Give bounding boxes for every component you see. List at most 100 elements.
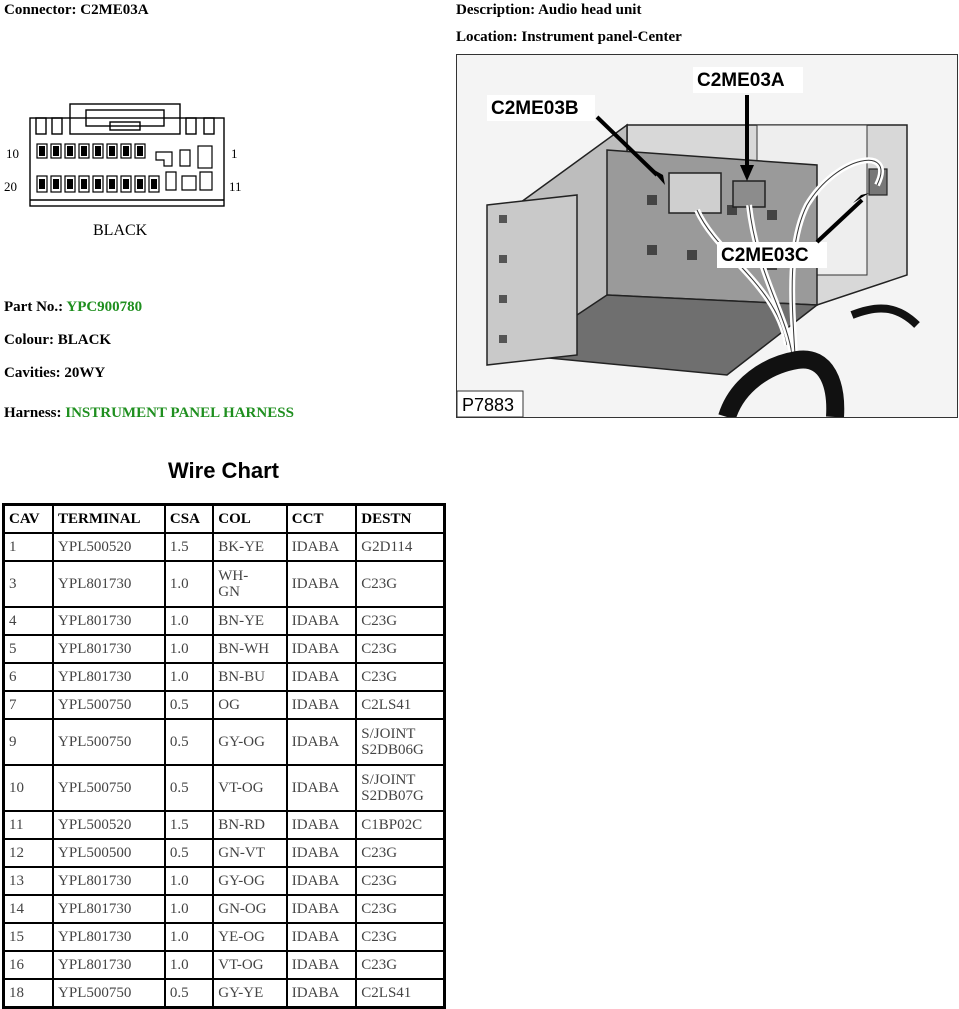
description-line: Description: Audio head unit xyxy=(456,2,641,19)
cell-col: GY-OG xyxy=(213,867,287,895)
cell-col: GN-OG xyxy=(213,895,287,923)
cell-cav: 1 xyxy=(4,533,54,561)
cell-cav: 16 xyxy=(4,951,54,979)
cell-destn: C23G xyxy=(356,867,444,895)
cell-col: YE-OG xyxy=(213,923,287,951)
cell-destn: C23G xyxy=(356,635,444,663)
cell-cav: 12 xyxy=(4,839,54,867)
connector-value: C2ME03A xyxy=(80,2,149,18)
cell-cav: 4 xyxy=(4,607,54,635)
cell-cav: 14 xyxy=(4,895,54,923)
cell-cav: 7 xyxy=(4,691,54,719)
cell-cav: 9 xyxy=(4,719,54,765)
cell-csa: 0.5 xyxy=(164,839,214,867)
cell-destn: C1BP02C xyxy=(356,811,444,839)
cell-terminal: YPL801730 xyxy=(53,607,165,635)
header-destn: DESTN xyxy=(356,505,444,533)
cell-cav: 6 xyxy=(4,663,54,691)
cell-cct: IDABA xyxy=(286,765,357,811)
cell-terminal: YPL801730 xyxy=(53,923,165,951)
cell-col: VT-OG xyxy=(213,951,287,979)
cell-cct: IDABA xyxy=(286,635,357,663)
cell-destn: C23G xyxy=(356,663,444,691)
cell-terminal: YPL500520 xyxy=(53,533,165,561)
pin-label-1: 1 xyxy=(231,146,238,161)
cell-col: GY-OG xyxy=(213,719,287,765)
cell-col: BN-BU xyxy=(213,663,287,691)
cell-cct: IDABA xyxy=(286,839,357,867)
cell-col: WH-GN xyxy=(213,561,287,607)
harness-label: Harness: xyxy=(4,405,62,421)
cell-col: OG xyxy=(213,691,287,719)
cell-col: BN-RD xyxy=(213,811,287,839)
part-no-link[interactable]: YPC900780 xyxy=(66,299,143,315)
wire-chart-title: Wire Chart xyxy=(167,458,280,483)
cell-cav: 13 xyxy=(4,867,54,895)
cell-csa: 1.0 xyxy=(164,635,214,663)
cell-cct: IDABA xyxy=(286,533,357,561)
cell-col: GY-YE xyxy=(213,979,287,1007)
cell-cct: IDABA xyxy=(286,811,357,839)
cell-cct: IDABA xyxy=(286,951,357,979)
callout-c2me03b: C2ME03B xyxy=(491,98,579,119)
cell-csa: 0.5 xyxy=(164,691,214,719)
cell-cct: IDABA xyxy=(286,607,357,635)
colour-value: BLACK xyxy=(57,332,112,348)
cavities-line: Cavities: 20WY xyxy=(4,365,105,382)
callout-c2me03c: C2ME03C xyxy=(721,245,809,266)
location-value: Instrument panel-Center xyxy=(521,29,682,45)
header-csa: CSA xyxy=(164,505,214,533)
cell-destn: C23G xyxy=(356,839,444,867)
cell-csa: 1.0 xyxy=(164,663,214,691)
cell-cav: 18 xyxy=(4,979,54,1007)
cell-terminal: YPL500750 xyxy=(53,719,165,765)
cell-terminal: YPL801730 xyxy=(53,895,165,923)
cell-terminal: YPL801730 xyxy=(53,867,165,895)
cell-destn: C23G xyxy=(356,561,444,607)
location-line: Location: Instrument panel-Center xyxy=(456,29,682,46)
pin-label-20: 20 xyxy=(4,179,17,194)
cell-csa: 1.0 xyxy=(164,607,214,635)
cell-terminal: YPL801730 xyxy=(53,663,165,691)
harness-link[interactable]: INSTRUMENT PANEL HARNESS xyxy=(65,405,294,421)
header-cct: CCT xyxy=(286,505,357,533)
cell-destn: C2LS41 xyxy=(356,979,444,1007)
colour-line: Colour: BLACK xyxy=(4,332,111,349)
cell-csa: 1.0 xyxy=(164,895,214,923)
cell-cct: IDABA xyxy=(286,895,357,923)
cell-cav: 15 xyxy=(4,923,54,951)
cell-terminal: YPL500520 xyxy=(53,811,165,839)
cavities-value: 20WY xyxy=(64,365,106,381)
connector-line: Connector: C2ME03A xyxy=(4,2,149,19)
connector-face-diagram: 10 1 20 11 BLACK xyxy=(0,96,260,246)
part-no-line: Part No.: YPC900780 xyxy=(4,299,142,316)
photo-reference: P7883 xyxy=(462,395,514,415)
cell-terminal: YPL500750 xyxy=(53,765,165,811)
cavities-label: Cavities: xyxy=(4,365,61,381)
cell-cav: 11 xyxy=(4,811,54,839)
description-value: Audio head unit xyxy=(538,2,642,18)
cell-csa: 1.5 xyxy=(164,811,214,839)
header-cav: CAV xyxy=(4,505,54,533)
cell-csa: 0.5 xyxy=(164,765,214,811)
cell-csa: 1.5 xyxy=(164,533,214,561)
cell-csa: 1.0 xyxy=(164,561,214,607)
header-terminal: TERMINAL xyxy=(53,505,165,533)
part-no-label: Part No.: xyxy=(4,299,64,315)
cell-cct: IDABA xyxy=(286,691,357,719)
colour-label: Colour: xyxy=(4,332,54,348)
cell-terminal: YPL500500 xyxy=(53,839,165,867)
cell-terminal: YPL801730 xyxy=(53,635,165,663)
